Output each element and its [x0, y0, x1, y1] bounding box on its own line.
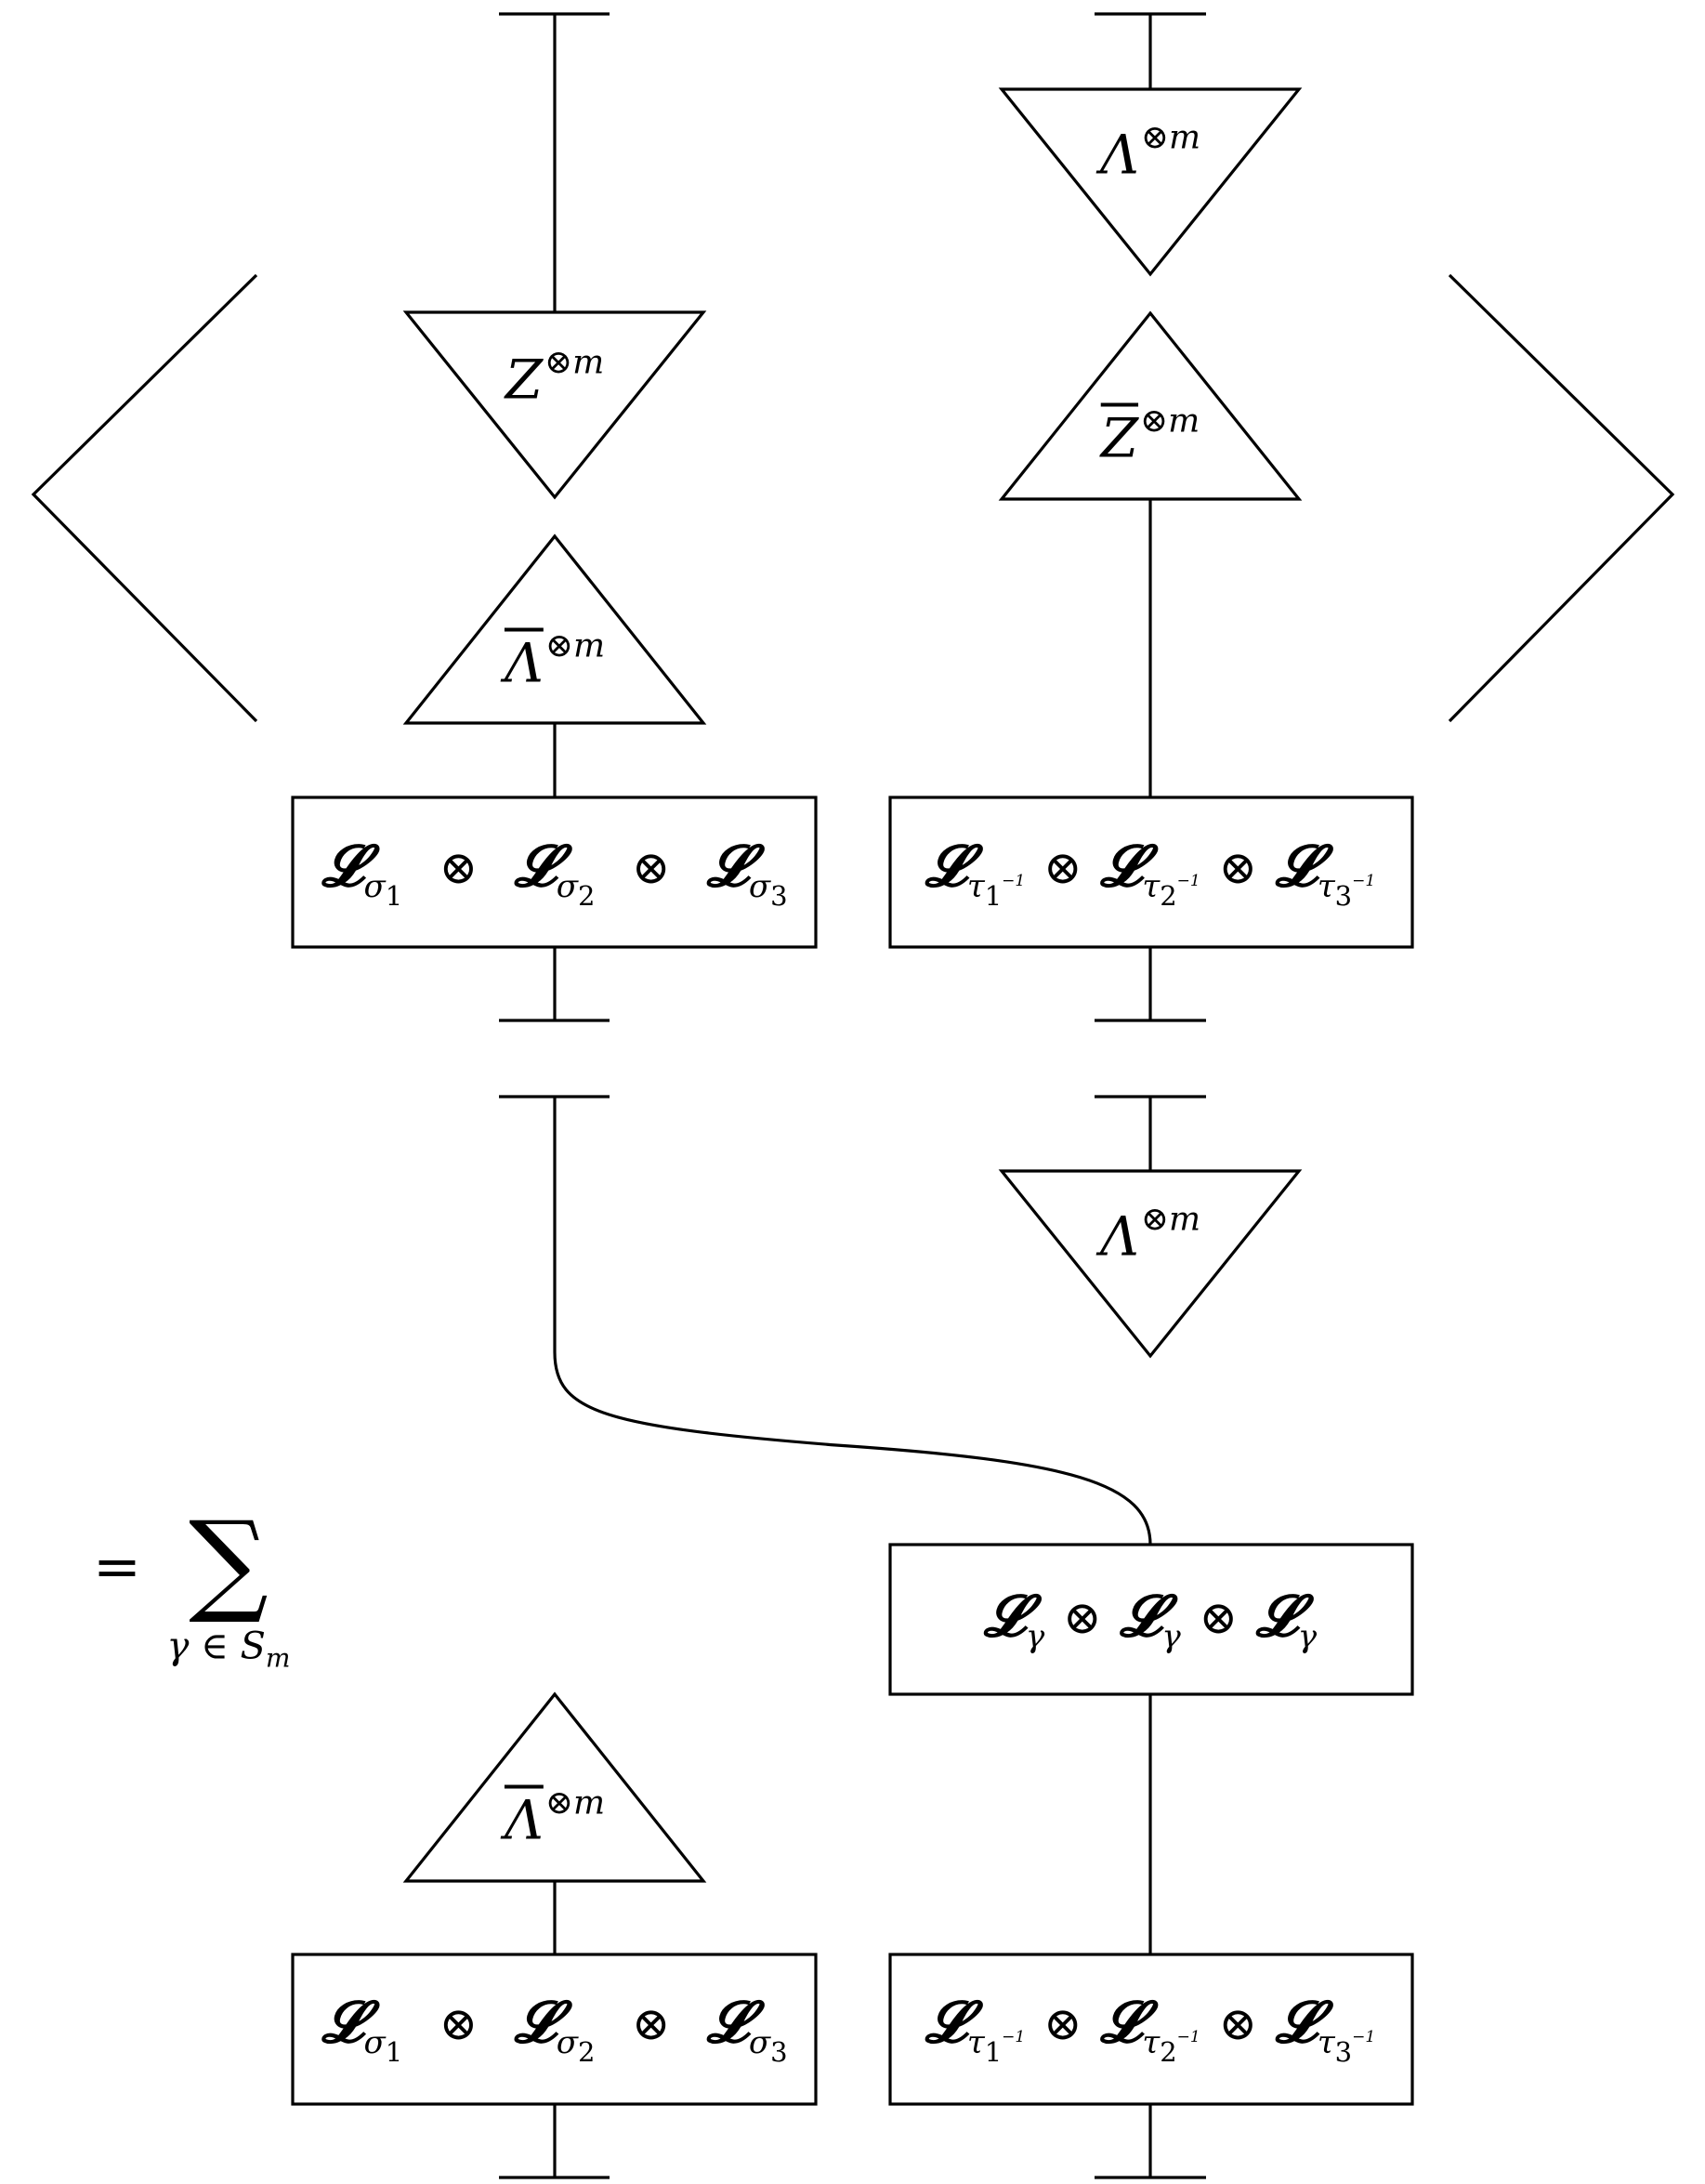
right-angle-bracket — [1448, 273, 1675, 723]
lambda-tensor-label-top: Λ⊗m — [1099, 118, 1201, 187]
sigma-tensor-product-label-bottom: 𝓛σ1 ⊗ 𝓛σ2 ⊗ 𝓛σ3 — [321, 1988, 788, 2068]
bottom-left-box — [291, 1953, 818, 2106]
lambda-bar-tensor-label-bottom: Λ⊗m — [504, 1783, 606, 1852]
tau-inverse-tensor-product-label-bottom: 𝓛τ1−1 ⊗ 𝓛τ2−1 ⊗ 𝓛τ3−1 — [925, 1988, 1376, 2068]
z-tensor-label: Z⊗m — [505, 343, 605, 412]
bottom-right-triangle-down — [998, 1169, 1303, 1359]
top-right-box — [888, 796, 1414, 949]
tau-inverse-tensor-product-label: 𝓛τ1−1 ⊗ 𝓛τ2−1 ⊗ 𝓛τ3−1 — [925, 832, 1376, 912]
gamma-box — [888, 1543, 1414, 1696]
gamma-tensor-product-label: 𝓛γ ⊗ 𝓛γ ⊗ 𝓛γ — [983, 1581, 1318, 1655]
lambda-bar-tensor-label: Λ⊗m — [504, 626, 606, 695]
sum-symbol: ∑ — [189, 1498, 269, 1627]
z-bar-tensor-label: Z⊗m — [1100, 401, 1200, 470]
left-angle-bracket — [31, 273, 258, 723]
crossing-wire — [553, 1097, 1152, 1546]
sum-index: γ ∈ Sm — [166, 1625, 291, 1674]
lambda-tensor-label-bottom: Λ⊗m — [1099, 1200, 1201, 1269]
bottom-right-box — [888, 1953, 1414, 2106]
top-left-triangle-down — [402, 310, 707, 500]
top-right-triangle-down — [998, 87, 1303, 277]
equals-sign: = — [93, 1533, 141, 1600]
sigma-tensor-product-label: 𝓛σ1 ⊗ 𝓛σ2 ⊗ 𝓛σ3 — [321, 832, 788, 912]
